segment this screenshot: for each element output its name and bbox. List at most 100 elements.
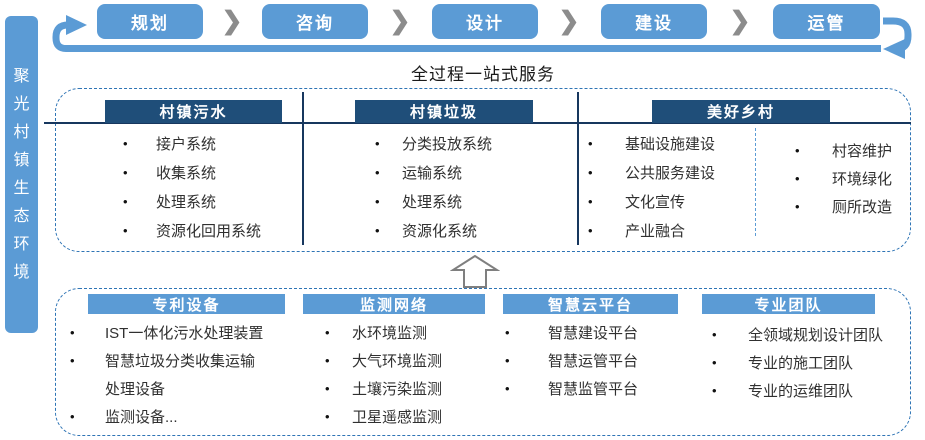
services-list-village-left: • 基础设施建设 • 公共服务建设 • 文化宣传 •产业融合	[588, 129, 715, 245]
bullet-icon: •	[588, 165, 593, 180]
list-item-label: 监测设备...	[105, 408, 178, 426]
caps-header-cloud: 智慧云平台	[503, 294, 678, 314]
bullet-icon: •	[123, 223, 128, 238]
caps-list-monitoring: • 水环境监测 • 大气环境监测 •土壤污染监测 •卫星遥感监测	[325, 318, 442, 430]
list-item-label: 文化宣传	[625, 194, 686, 211]
bullet-icon: •	[795, 198, 800, 214]
flow-step-design: 设计	[432, 4, 538, 39]
bullet-icon: •	[588, 136, 593, 151]
services-list-garbage: •分类投放系统 •运输系统 •处理系统 •资源化系统	[375, 129, 492, 245]
list-item: •接户系统	[123, 129, 261, 158]
bullet-icon: •	[795, 142, 800, 158]
list-item-label: 处理系统	[156, 194, 217, 211]
list-item: • 专业的运维团队	[712, 376, 883, 404]
list-item: •处理系统	[375, 187, 492, 216]
brand-char: 村	[13, 123, 30, 141]
step-separator-icon: ❯	[389, 7, 411, 35]
list-item-label: 处理设备	[105, 380, 166, 398]
services-subdivider	[755, 128, 756, 236]
list-item: •分类投放系统	[375, 129, 492, 158]
list-item-continuation: 处理设备	[70, 374, 263, 402]
bullet-icon: •	[712, 382, 717, 398]
list-item: • 智慧监管平台	[505, 374, 638, 402]
loop-start-arrowhead-icon	[66, 15, 87, 35]
list-item-label: 厕所改造	[832, 198, 893, 216]
bullet-icon: •	[588, 223, 593, 238]
step-separator-icon: ❯	[558, 7, 580, 35]
list-item: • IST一体化污水处理装置	[70, 318, 263, 346]
bullet-icon: •	[70, 324, 75, 340]
list-item-label: 专业的运维团队	[748, 382, 854, 400]
bullet-icon: •	[123, 136, 128, 151]
brand-char: 态	[13, 207, 30, 225]
list-item: •土壤污染监测	[325, 374, 442, 402]
up-arrow-icon	[450, 255, 500, 288]
list-item: • 厕所改造	[795, 192, 892, 220]
list-item: • 水环境监测	[325, 318, 442, 346]
bullet-icon: •	[505, 380, 510, 396]
list-item-label: 公共服务建设	[625, 165, 716, 182]
step-separator-icon: ❯	[729, 7, 751, 35]
list-item-label: 资源化系统	[402, 223, 478, 240]
bullet-icon: •	[712, 354, 717, 370]
bullet-icon: •	[325, 324, 330, 340]
brand-char: 聚	[13, 67, 30, 85]
bullet-icon: •	[505, 352, 510, 368]
bullet-icon: •	[375, 223, 380, 238]
list-item-label: 环境绿化	[832, 170, 893, 188]
loop-start-icon	[52, 21, 80, 52]
list-item-label: 水环境监测	[352, 324, 428, 342]
caps-header-monitoring: 监测网络	[303, 294, 485, 314]
list-item: •监测设备...	[70, 402, 263, 430]
bullet-icon: •	[123, 194, 128, 209]
brand-char: 光	[13, 95, 30, 113]
services-header-village: 美好乡村	[652, 100, 830, 123]
list-item-label: 土壤污染监测	[352, 380, 443, 398]
flow-step-operation: 运管	[773, 4, 880, 39]
list-item: • 智慧运管平台	[505, 346, 638, 374]
bullet-icon: •	[588, 194, 593, 209]
list-item-label: 智慧运管平台	[548, 352, 639, 370]
list-item-label: 智慧垃圾分类收集运输	[105, 352, 256, 370]
bullet-icon: •	[375, 165, 380, 180]
list-item-label: 智慧建设平台	[548, 324, 639, 342]
flow-loop-line	[75, 45, 881, 52]
caps-header-team: 专业团队	[702, 294, 875, 314]
caps-list-team: • 全领域规划设计团队 • 专业的施工团队 • 专业的运维团队	[712, 320, 883, 404]
list-item: •卫星遥感监测	[325, 402, 442, 430]
brand-char: 生	[13, 179, 30, 197]
capabilities-panel	[55, 288, 911, 436]
list-item-label: IST一体化污水处理装置	[105, 324, 264, 342]
list-item: • 专业的施工团队	[712, 348, 883, 376]
bullet-icon: •	[505, 324, 510, 340]
list-item: •产业融合	[588, 216, 715, 245]
services-divider-2	[577, 92, 579, 245]
list-item-label: 基础设施建设	[625, 136, 716, 153]
list-item: • 基础设施建设	[588, 129, 715, 158]
list-item-label: 大气环境监测	[352, 352, 443, 370]
services-panel	[55, 88, 911, 252]
list-item: • 处理系统	[123, 187, 261, 216]
flow-step-consulting: 咨询	[262, 4, 368, 39]
services-header-garbage: 村镇垃圾	[355, 100, 533, 123]
list-item-label: 智慧监管平台	[548, 380, 639, 398]
services-list-sewage: •接户系统 •收集系统 •处理系统 •资源化回用系统	[123, 129, 261, 245]
step-separator-icon: ❯	[221, 7, 243, 35]
list-item: • 文化宣传	[588, 187, 715, 216]
brand-char: 环	[13, 235, 30, 253]
caps-list-cloud: • 智慧建设平台 • 智慧运管平台 • 智慧监管平台	[505, 318, 638, 402]
loop-end-arrowhead-icon	[883, 39, 905, 59]
list-item-label: 资源化回用系统	[156, 223, 262, 240]
list-item: • 智慧垃圾分类收集运输	[70, 346, 263, 374]
bullet-icon: •	[375, 136, 380, 151]
brand-char: 境	[13, 263, 30, 281]
caps-list-equipment: • IST一体化污水处理装置 • 智慧垃圾分类收集运输 处理设备 •监测设备...	[70, 318, 263, 430]
list-item: • 资源化系统	[375, 216, 492, 245]
flow-step-planning: 规划	[97, 4, 203, 39]
list-item-label: 专业的施工团队	[748, 354, 854, 372]
list-item: •村容维护	[795, 136, 892, 164]
list-item-label: 全领域规划设计团队	[748, 326, 884, 344]
bullet-icon: •	[70, 352, 75, 368]
bullet-icon: •	[375, 194, 380, 209]
